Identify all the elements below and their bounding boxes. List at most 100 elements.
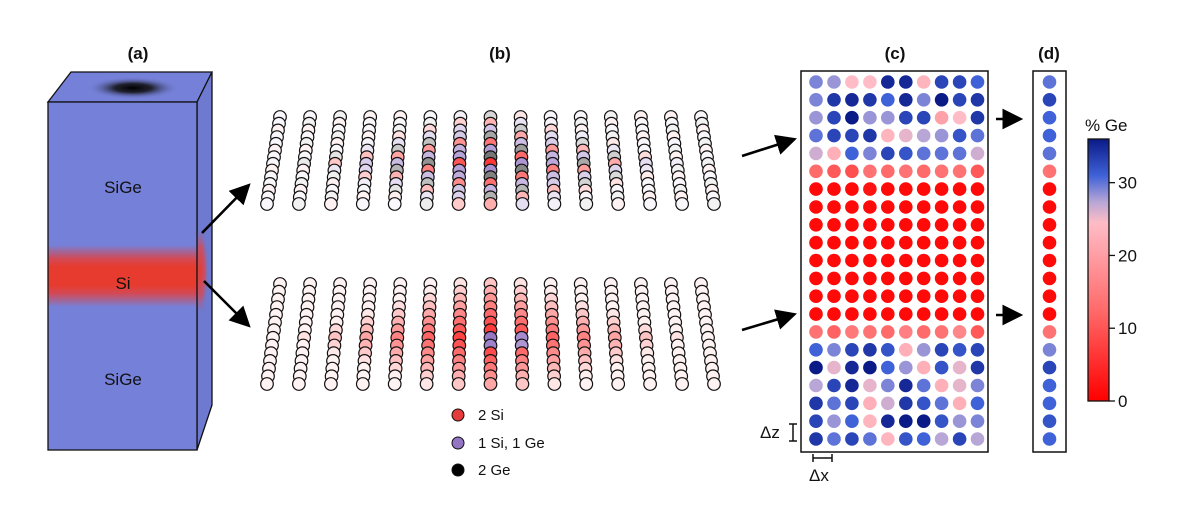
cell-r1-c2 — [845, 93, 859, 107]
atom-4-0 — [387, 377, 402, 391]
cell-r14-c4 — [881, 325, 895, 339]
atom-14-0 — [707, 197, 721, 211]
cell-r10-c7 — [934, 253, 949, 268]
cell-r0-c1 — [827, 75, 841, 89]
cell-r18-c6 — [916, 396, 931, 411]
panel-c-label: (c) — [885, 44, 906, 63]
cell-r0-c6 — [916, 75, 931, 89]
cell-r7-c7 — [934, 200, 949, 214]
cell-r13-c7 — [934, 307, 949, 321]
cell-r14-c1 — [827, 325, 841, 339]
avg-cell-r19 — [1042, 414, 1057, 429]
cell-r15-c3 — [863, 343, 877, 357]
atom-chain-9 — [543, 110, 562, 211]
cell-r19-c0 — [809, 414, 823, 429]
colorbar-tick-label-10: 10 — [1118, 319, 1137, 338]
cell-r9-c1 — [827, 235, 841, 250]
cell-r17-c0 — [809, 378, 823, 393]
cell-r1-c8 — [952, 93, 967, 107]
avg-cell-r20 — [1042, 432, 1057, 446]
cell-r14-c7 — [934, 325, 949, 339]
cell-r5-c9 — [970, 164, 985, 179]
cell-r20-c2 — [845, 432, 859, 446]
cell-r14-c0 — [809, 325, 823, 339]
cell-r19-c2 — [845, 414, 859, 429]
cell-r1-c1 — [827, 93, 841, 107]
cell-r18-c7 — [934, 396, 949, 411]
cell-r8-c0 — [809, 218, 823, 232]
cell-r13-c3 — [863, 307, 877, 321]
avg-cell-r6 — [1042, 182, 1057, 196]
si-well-band — [48, 245, 197, 307]
cell-r12-c4 — [881, 289, 895, 304]
cell-r5-c0 — [809, 164, 823, 179]
avg-cell-r4 — [1042, 146, 1057, 161]
atom-5-0 — [419, 197, 434, 211]
atom-8-0 — [515, 377, 530, 391]
cell-r15-c0 — [809, 343, 823, 357]
atom-chain-13 — [664, 277, 689, 391]
colorbar-gradient — [1087, 138, 1110, 402]
cell-r1-c6 — [916, 93, 931, 107]
atom-3-0 — [355, 377, 370, 391]
cell-r20-c9 — [970, 432, 985, 446]
cell-r19-c1 — [827, 414, 841, 429]
cell-r14-c3 — [863, 325, 877, 339]
cell-r11-c8 — [952, 271, 967, 286]
cell-r17-c3 — [863, 378, 877, 393]
cell-r11-c3 — [863, 271, 877, 286]
cell-r14-c5 — [899, 325, 913, 339]
atom-13-0 — [675, 377, 689, 391]
cell-r3-c1 — [827, 128, 841, 143]
cell-r10-c0 — [809, 253, 823, 268]
cell-r10-c4 — [881, 253, 895, 268]
cell-r4-c5 — [899, 146, 913, 161]
cell-r17-c8 — [952, 378, 967, 393]
dz-scale-bar — [789, 423, 797, 442]
cell-r20-c3 — [863, 432, 877, 446]
atom-chain-5 — [419, 110, 438, 211]
panel-d: (d) — [1032, 44, 1067, 453]
cell-r13-c5 — [899, 307, 913, 321]
avg-cell-r9 — [1042, 235, 1057, 250]
cell-r0-c2 — [845, 75, 859, 89]
cell-r2-c0 — [809, 110, 823, 125]
avg-cell-r2 — [1042, 110, 1057, 125]
cell-r9-c3 — [863, 235, 877, 250]
arrow-a-to-b-bottom — [203, 280, 251, 328]
cell-r10-c8 — [952, 253, 967, 268]
cell-r8-c2 — [845, 218, 859, 232]
cell-r13-c6 — [916, 307, 931, 321]
atom-chain-3 — [355, 110, 378, 211]
cell-r7-c9 — [970, 200, 985, 214]
cell-r4-c4 — [881, 146, 895, 161]
atom-chain-7 — [483, 110, 498, 211]
legend: 2 Si 1 Si, 1 Ge 2 Ge — [451, 407, 545, 479]
cell-r5-c6 — [916, 164, 931, 179]
cell-r11-c2 — [845, 271, 859, 286]
avg-cell-r0 — [1042, 75, 1057, 89]
atom-chains-top — [260, 110, 721, 211]
atom-chain-4 — [387, 110, 408, 211]
cell-r12-c7 — [934, 289, 949, 304]
atom-chain-5 — [419, 277, 438, 391]
colorbar-tick-label-30: 30 — [1118, 174, 1137, 193]
cell-r1-c9 — [970, 93, 985, 107]
cell-r6-c3 — [863, 182, 877, 196]
cell-r16-c5 — [899, 360, 913, 375]
cell-r20-c6 — [916, 432, 931, 446]
cell-r19-c6 — [916, 414, 931, 429]
cell-r10-c5 — [899, 253, 913, 268]
cell-r13-c8 — [952, 307, 967, 321]
atom-4-0 — [387, 197, 402, 211]
arrow-b-to-c-bottom — [741, 309, 797, 332]
avg-cell-r16 — [1042, 360, 1057, 375]
cell-r12-c8 — [952, 289, 967, 304]
colorbar-tick-label-20: 20 — [1118, 246, 1137, 265]
cell-r5-c4 — [881, 164, 895, 179]
panel-d-column — [1042, 75, 1057, 446]
cell-r17-c6 — [916, 378, 931, 393]
cell-r6-c1 — [827, 182, 841, 196]
avg-cell-r5 — [1042, 164, 1057, 179]
atom-chain-1 — [292, 277, 318, 391]
